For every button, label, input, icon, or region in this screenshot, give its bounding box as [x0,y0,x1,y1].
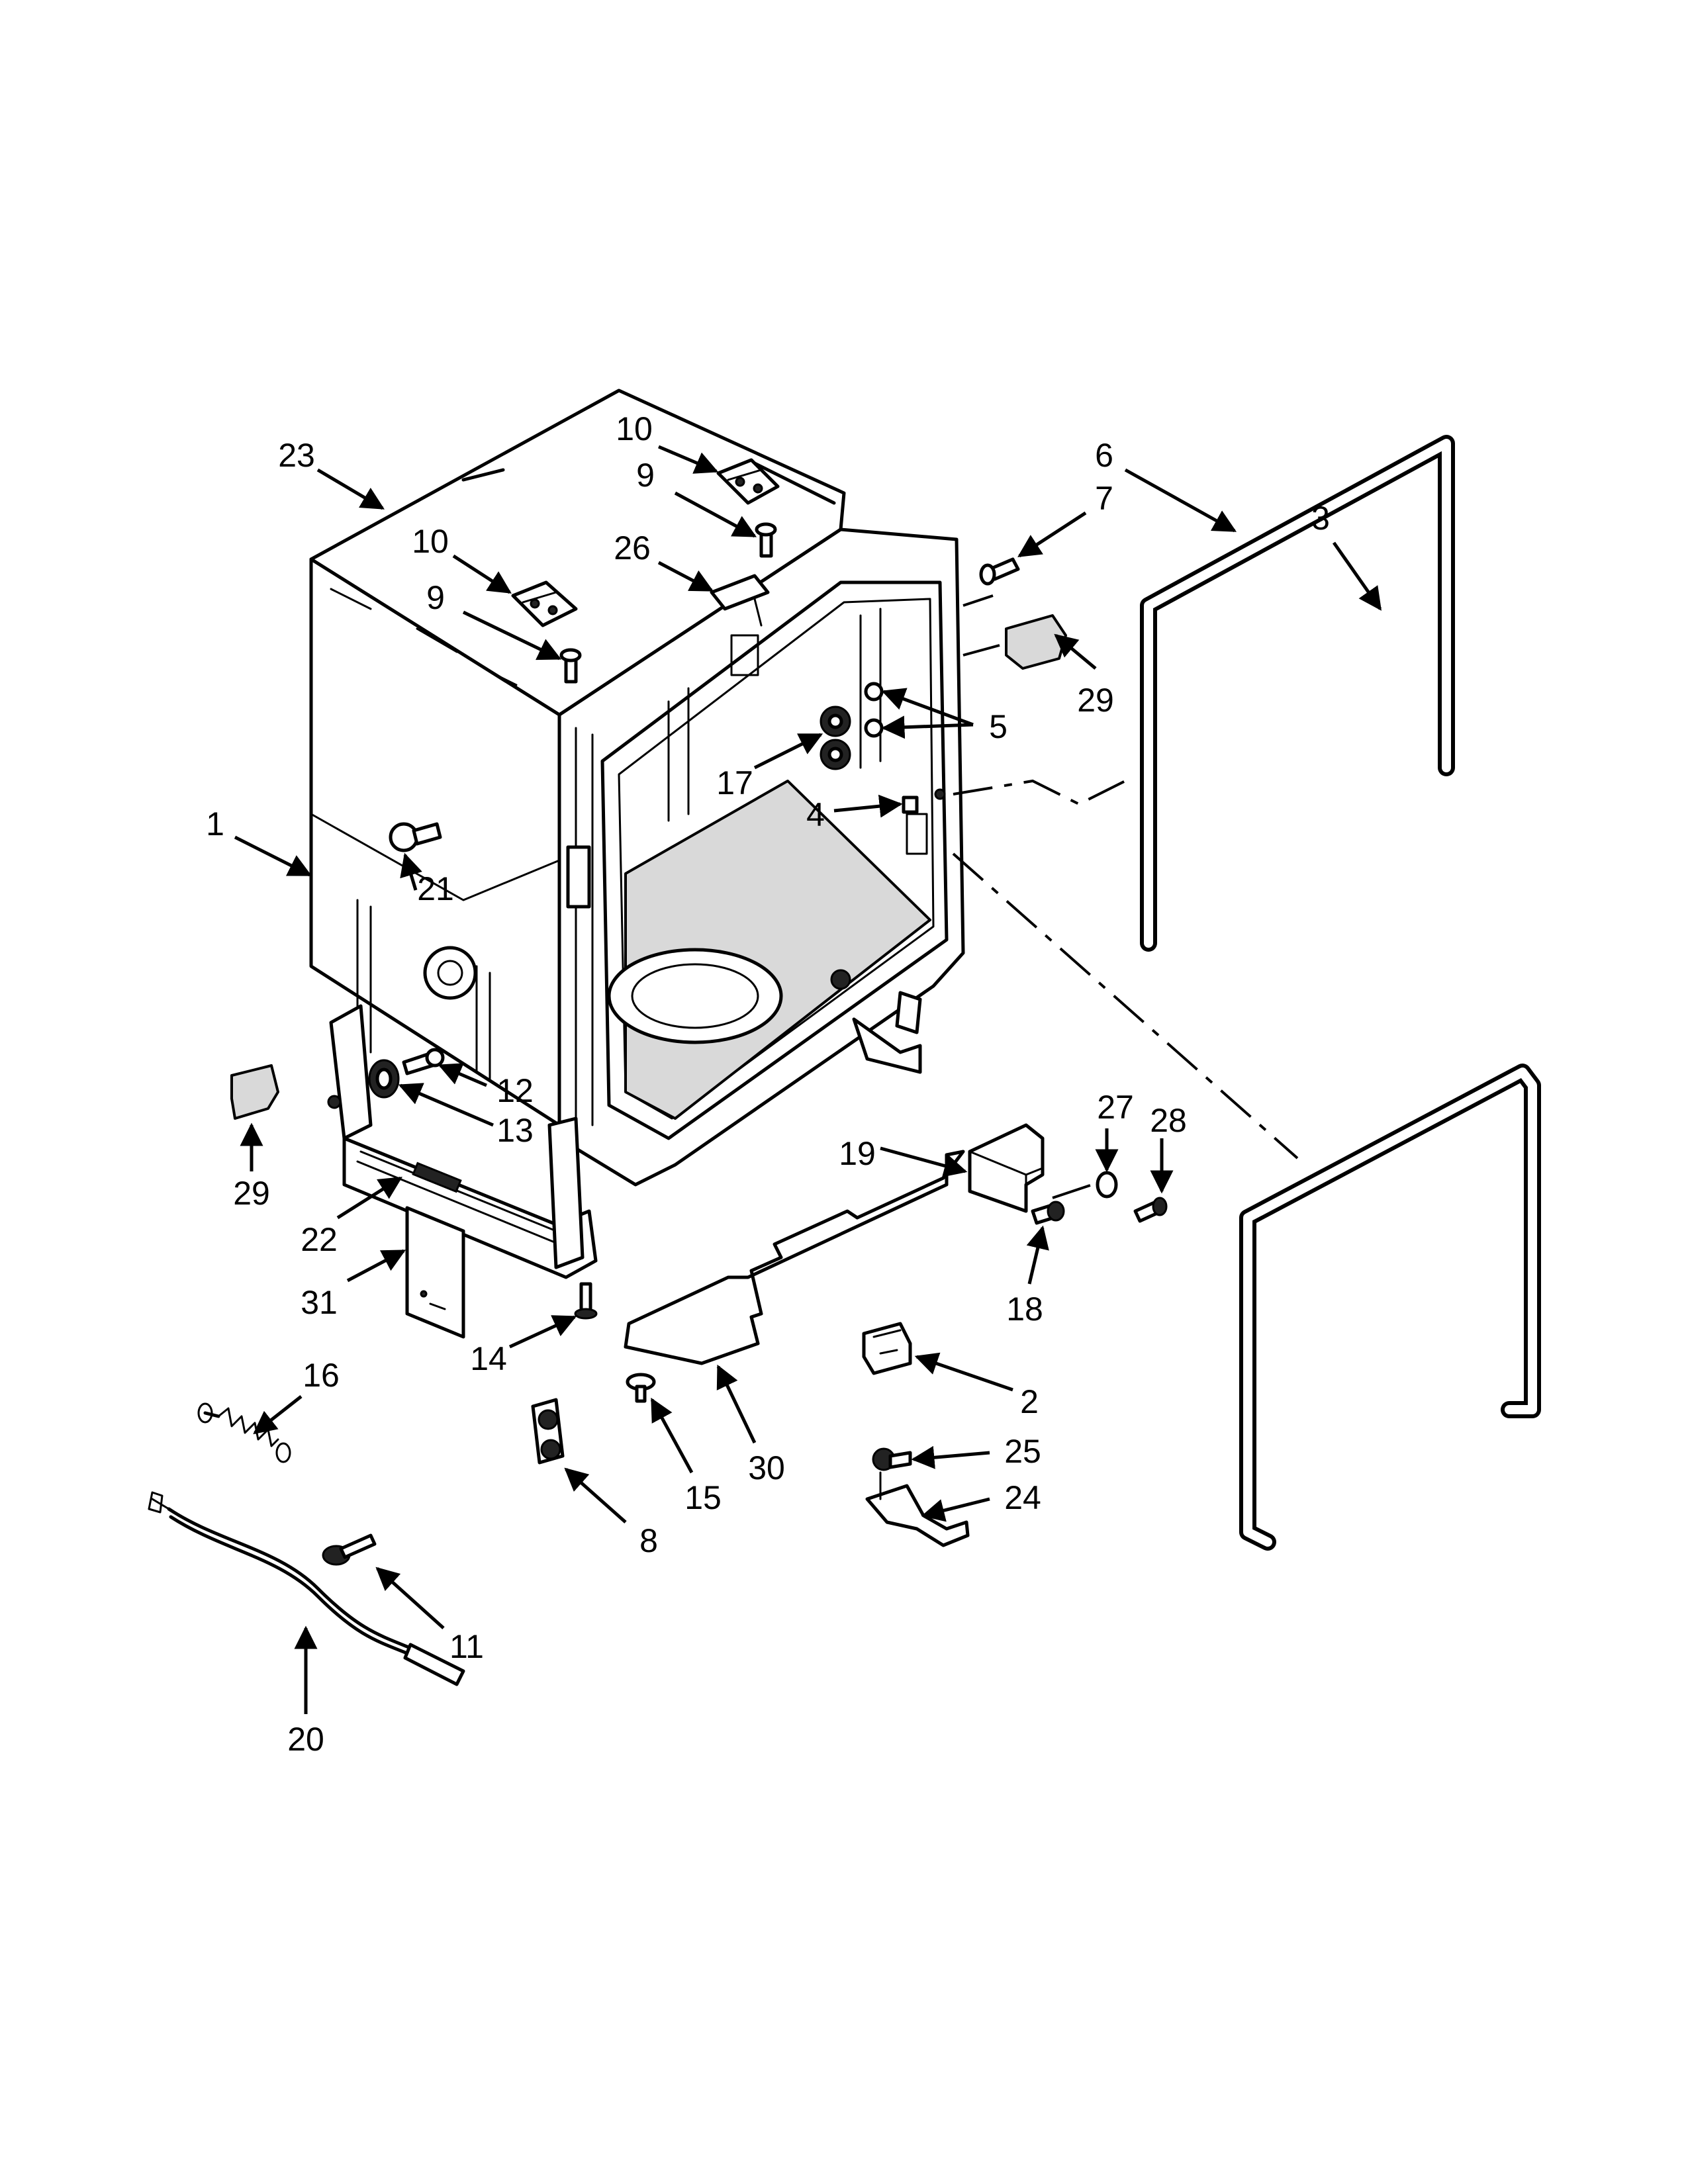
drain-screw [402,1048,445,1075]
callout-10: 10 [616,410,653,447]
side-door-gasket [1140,435,1455,952]
callout-25: 25 [1004,1433,1041,1470]
thermostat [872,1447,912,1471]
wire-harness [148,1491,465,1686]
literature-card [405,1206,465,1339]
leader-22 [336,1176,402,1220]
leader-19 [880,1146,968,1177]
door-spring [197,1402,291,1463]
callout-23: 23 [278,437,315,474]
mounting-bolt [322,1533,377,1566]
leader-1 [234,835,312,877]
float-switch [862,1322,912,1375]
leader-12 [438,1063,487,1087]
callout-31: 31 [301,1284,338,1321]
leader-30 [716,1364,757,1444]
callout-5: 5 [989,708,1008,745]
leader-10b [452,554,512,594]
leader-29a [1054,633,1097,670]
callout-4: 4 [806,796,825,833]
thermostat-bracket [865,1471,970,1547]
leader-4 [833,794,903,818]
callout-29: 29 [1077,682,1114,719]
leader-5a [881,688,974,727]
callout-15: 15 [684,1479,722,1516]
leader-7 [1017,511,1087,558]
callout-12: 12 [496,1072,534,1109]
door-gasket-screw [979,557,1020,586]
leader-9b [462,610,562,660]
base-assembly [327,1004,598,1279]
insulation-plug [389,822,442,852]
leader-21 [400,852,422,891]
bracket-screw [1133,1197,1168,1223]
leader-23 [316,468,385,510]
callout-17: 17 [716,764,753,801]
leader-6 [1124,468,1237,533]
toe-panel-shield [624,1150,965,1365]
leader-17 [753,733,823,770]
leader-2 [914,1352,1013,1392]
callout-13: 13 [496,1112,534,1149]
callout-6: 6 [1095,437,1113,474]
hinge-screw-lower [559,648,582,684]
callout-9: 9 [426,579,445,616]
callout-9: 9 [636,457,655,494]
leader-26 [657,561,714,592]
drain-grommet [368,1059,400,1099]
fill-nozzle-assembly [820,682,946,814]
leader-16 [253,1395,303,1435]
bumper-upper [1005,614,1067,670]
callout-24: 24 [1004,1479,1041,1516]
mounting-screw [1031,1201,1065,1225]
rear-foot [626,1373,656,1403]
callout-21: 21 [417,870,454,907]
leader-10a [658,445,719,474]
leader-8 [564,1467,627,1524]
leader-15 [650,1397,694,1474]
bumper-lower [230,1064,279,1120]
callout-30: 30 [748,1449,785,1486]
callout-18: 18 [1006,1291,1043,1328]
leader-24 [921,1497,990,1522]
callout-labels: 23 10 9 10 9 26 6 7 29 5 17 4 1 21 3 27 … [206,410,1330,1758]
leader-3 [1332,541,1382,611]
leader-25 [911,1445,990,1469]
leader-9a [674,491,757,538]
callout-14: 14 [470,1340,507,1377]
leader-lines [234,445,1382,1714]
callout-28: 28 [1150,1102,1187,1139]
callout-8: 8 [639,1522,658,1559]
leader-31 [346,1249,406,1283]
callout-20: 20 [287,1721,324,1758]
hinge-bracket-lower [511,580,578,627]
callout-2: 2 [1020,1383,1039,1420]
leader-14 [508,1315,577,1349]
tub-clip [710,574,770,627]
leader-18 [1026,1225,1049,1285]
callout-29: 29 [233,1175,270,1212]
callout-16: 16 [303,1357,340,1394]
callout-26: 26 [614,529,651,567]
callout-27: 27 [1097,1089,1134,1126]
callout-10: 10 [412,523,449,560]
leader-13 [398,1083,494,1127]
bottom-door-gasket [1239,1064,1541,1551]
leader-11 [375,1567,445,1629]
callout-19: 19 [839,1135,876,1172]
callout-11: 11 [449,1628,484,1665]
leveling-leg [574,1282,598,1320]
callout-22: 22 [301,1221,338,1258]
hose-clamp [531,1398,565,1465]
washer [1096,1171,1118,1199]
anti-tip-bracket [968,1123,1045,1213]
leader-5b [881,715,974,739]
tub-assembly [309,388,965,1187]
hinge-bracket-upper [716,458,780,505]
callout-3: 3 [1311,500,1330,537]
callout-7: 7 [1095,480,1113,517]
callout-1: 1 [206,805,224,842]
